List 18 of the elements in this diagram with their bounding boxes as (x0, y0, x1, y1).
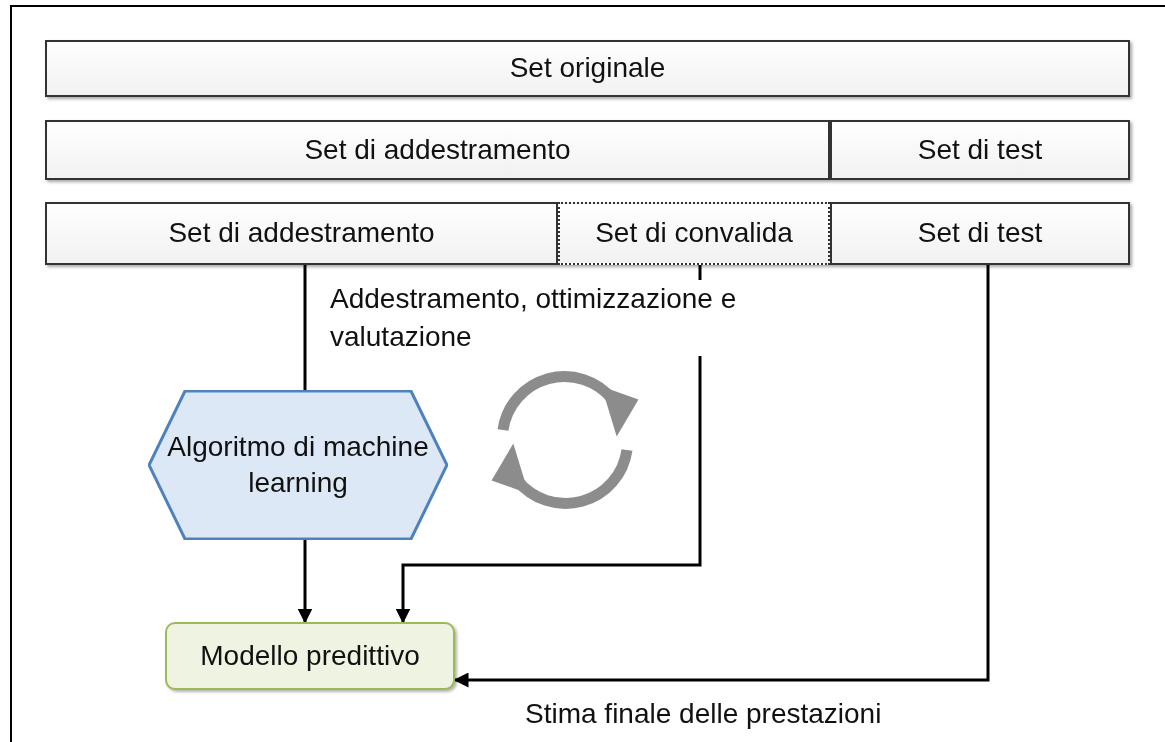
node-label: Set di test (916, 132, 1044, 167)
node-label: Algoritmo di machine learning (166, 429, 430, 500)
node-label: Set di convalida (594, 216, 794, 251)
data-bar (558, 202, 830, 265)
node-label: Set di addestramento (303, 132, 572, 167)
arrow (453, 265, 990, 688)
data-bar (45, 202, 558, 265)
data-bar (45, 40, 1130, 97)
node-label: Set di test (916, 216, 1044, 251)
process-box (165, 622, 455, 690)
node-label: Modello predittivo (199, 638, 421, 673)
arrow (395, 265, 702, 624)
arrow (297, 540, 313, 624)
data-bar (45, 120, 830, 180)
node-label: Set di addestramento (167, 216, 436, 251)
data-bar (830, 120, 1130, 180)
node-label: Set originale (508, 51, 667, 86)
data-bar (830, 202, 1130, 265)
